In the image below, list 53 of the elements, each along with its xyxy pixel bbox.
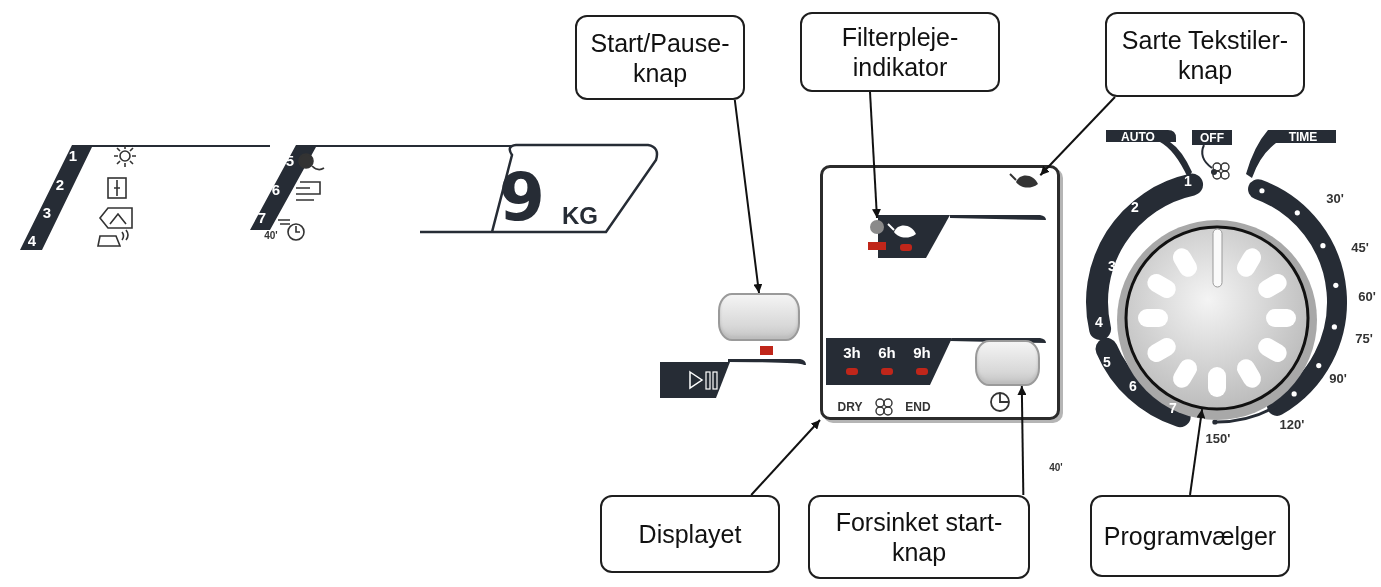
panel-label: 5 (1103, 355, 1111, 369)
capacity-text: KG (562, 204, 598, 228)
panel-label: 6h (878, 344, 896, 360)
panel-label: AUTO (1121, 131, 1155, 143)
time-marker: 45' (1351, 240, 1369, 254)
time-marker: 120' (1279, 417, 1305, 431)
panel-label: DRY (837, 401, 863, 413)
callout-box (800, 12, 1000, 92)
panel-label: 7 (257, 209, 267, 225)
delay-button (975, 340, 1040, 386)
callout-box (1105, 12, 1305, 97)
callout-box (1090, 495, 1290, 577)
arrow (750, 419, 821, 496)
display-panel (820, 165, 1060, 420)
program-knob (1124, 225, 1310, 411)
callout-text: Start/Pause- knap (589, 27, 731, 88)
filter-indicator-icon (866, 218, 888, 252)
panel-label: 6 (1129, 379, 1137, 393)
panel-label: 2 (1131, 200, 1139, 214)
callout-text: Forsinket start- knap (834, 507, 1004, 567)
callout-text: Filterpleje- indikator (840, 22, 960, 82)
panel-label: END (905, 401, 931, 413)
panel-label: 1 (68, 147, 78, 163)
callout-text: Programvælger (1103, 521, 1277, 551)
panel-label: TIME (1288, 131, 1318, 143)
time-marker: 30' (1326, 191, 1344, 205)
time-marker: 60' (1358, 289, 1376, 303)
panel-label: 2 (55, 176, 65, 192)
time-marker: 150' (1205, 431, 1231, 445)
panel-label: 4 (1095, 315, 1103, 329)
callout-box (575, 15, 745, 100)
callout-text: Sarte Tekstiler-knap (1120, 24, 1290, 85)
time-marker: 75' (1355, 331, 1373, 345)
panel-label: 40' (1049, 463, 1063, 473)
panel-label: 3h (843, 344, 861, 360)
arrow (1017, 385, 1027, 496)
arrow (869, 91, 881, 219)
capacity-text: 9 (499, 165, 545, 231)
panel-label: 9h (913, 344, 931, 360)
start-pause-button (718, 293, 800, 341)
panel-label: 3 (42, 204, 52, 220)
panel-label: OFF (1200, 132, 1224, 144)
panel-label: 1 (1184, 174, 1192, 188)
arrow (733, 99, 763, 294)
time-marker: 90' (1329, 371, 1347, 385)
panel-label: 40' (264, 231, 278, 241)
arrow (1189, 408, 1206, 496)
panel-label: 6 (271, 181, 281, 197)
callout-text: Displayet (638, 519, 742, 549)
callout-box (600, 495, 780, 573)
panel-label: 4 (27, 232, 37, 248)
callout-box (808, 495, 1030, 579)
arrow (1039, 96, 1116, 177)
